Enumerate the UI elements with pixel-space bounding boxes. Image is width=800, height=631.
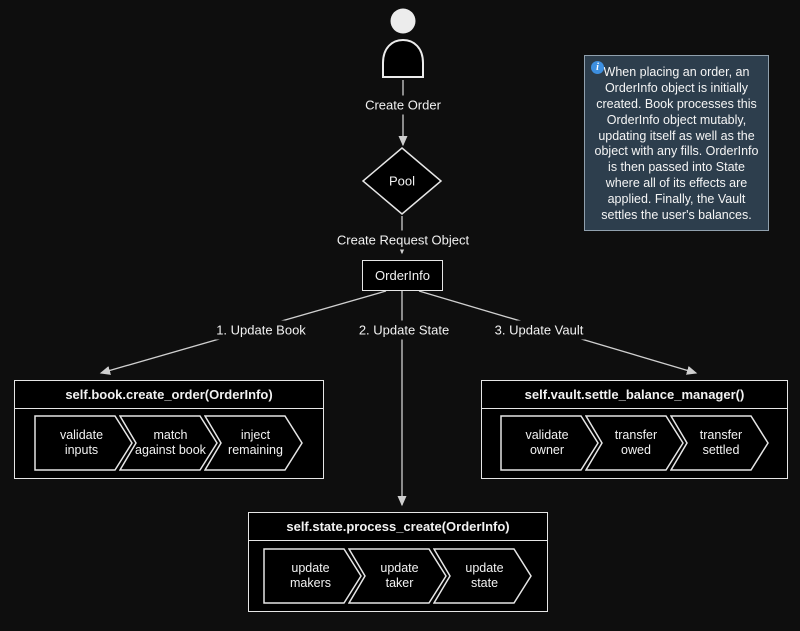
- state-steps-row: update makers update taker update state: [249, 541, 547, 611]
- step-label: validate owner: [525, 428, 569, 458]
- step-label: validate inputs: [59, 428, 104, 458]
- pool-diamond: [361, 147, 443, 215]
- edge-label-create-order: Create Order: [359, 95, 447, 115]
- edge-label-update-book: 1. Update Book: [210, 320, 312, 340]
- chevron-shape: [584, 415, 684, 471]
- book-process-box: self.book.create_order(OrderInfo) valida…: [14, 380, 324, 479]
- edge-label-create-request-object: Create Request Object: [330, 230, 476, 250]
- user-actor-icon: [382, 8, 424, 78]
- step-label: update taker: [380, 560, 419, 590]
- step-chevron: validate owner: [499, 415, 600, 471]
- chevron-shape: [263, 548, 362, 604]
- orderinfo-node-label: OrderInfo: [375, 268, 430, 283]
- orderinfo-node: OrderInfo: [362, 260, 443, 291]
- step-chevron: transfer owed: [584, 415, 685, 471]
- step-label: transfer owed: [614, 428, 658, 458]
- step-chevron: match against book: [119, 415, 219, 471]
- edge-label-update-state: 2. Update State: [352, 320, 456, 340]
- info-icon: i: [591, 61, 604, 74]
- chevron-shape: [204, 415, 303, 471]
- step-chevron: inject remaining: [204, 415, 304, 471]
- step-label: update makers: [290, 560, 331, 590]
- vault-process-box: self.vault.settle_balance_manager() vali…: [481, 380, 788, 479]
- chevron-shape: [433, 548, 532, 604]
- vault-process-title: self.vault.settle_balance_manager(): [482, 381, 787, 409]
- chevron-shape: [34, 415, 133, 471]
- book-steps-row: validate inputs match against book injec…: [15, 409, 323, 478]
- step-label: inject remaining: [228, 428, 283, 458]
- note-box: i When placing an order, an OrderInfo ob…: [584, 55, 769, 231]
- state-process-title: self.state.process_create(OrderInfo): [249, 513, 547, 541]
- chevron-shape: [669, 415, 769, 471]
- step-chevron: transfer settled: [669, 415, 770, 471]
- step-chevron: update makers: [263, 548, 363, 604]
- note-text: When placing an order, an OrderInfo obje…: [594, 65, 759, 222]
- state-process-box: self.state.process_create(OrderInfo) upd…: [248, 512, 548, 612]
- step-chevron: validate inputs: [34, 415, 134, 471]
- step-chevron: update taker: [348, 548, 448, 604]
- step-label: transfer settled: [699, 428, 743, 458]
- chevron-shape: [348, 548, 447, 604]
- chevron-shape: [119, 415, 218, 471]
- step-chevron: update state: [433, 548, 533, 604]
- edge-label-update-vault: 3. Update Vault: [488, 320, 590, 340]
- step-label: match against book: [135, 428, 206, 458]
- chevron-shape: [499, 415, 599, 471]
- pool-node-label: Pool: [388, 173, 416, 189]
- vault-steps-row: validate owner transfer owed transfer se…: [482, 409, 787, 478]
- step-label: update state: [465, 560, 504, 590]
- book-process-title: self.book.create_order(OrderInfo): [15, 381, 323, 409]
